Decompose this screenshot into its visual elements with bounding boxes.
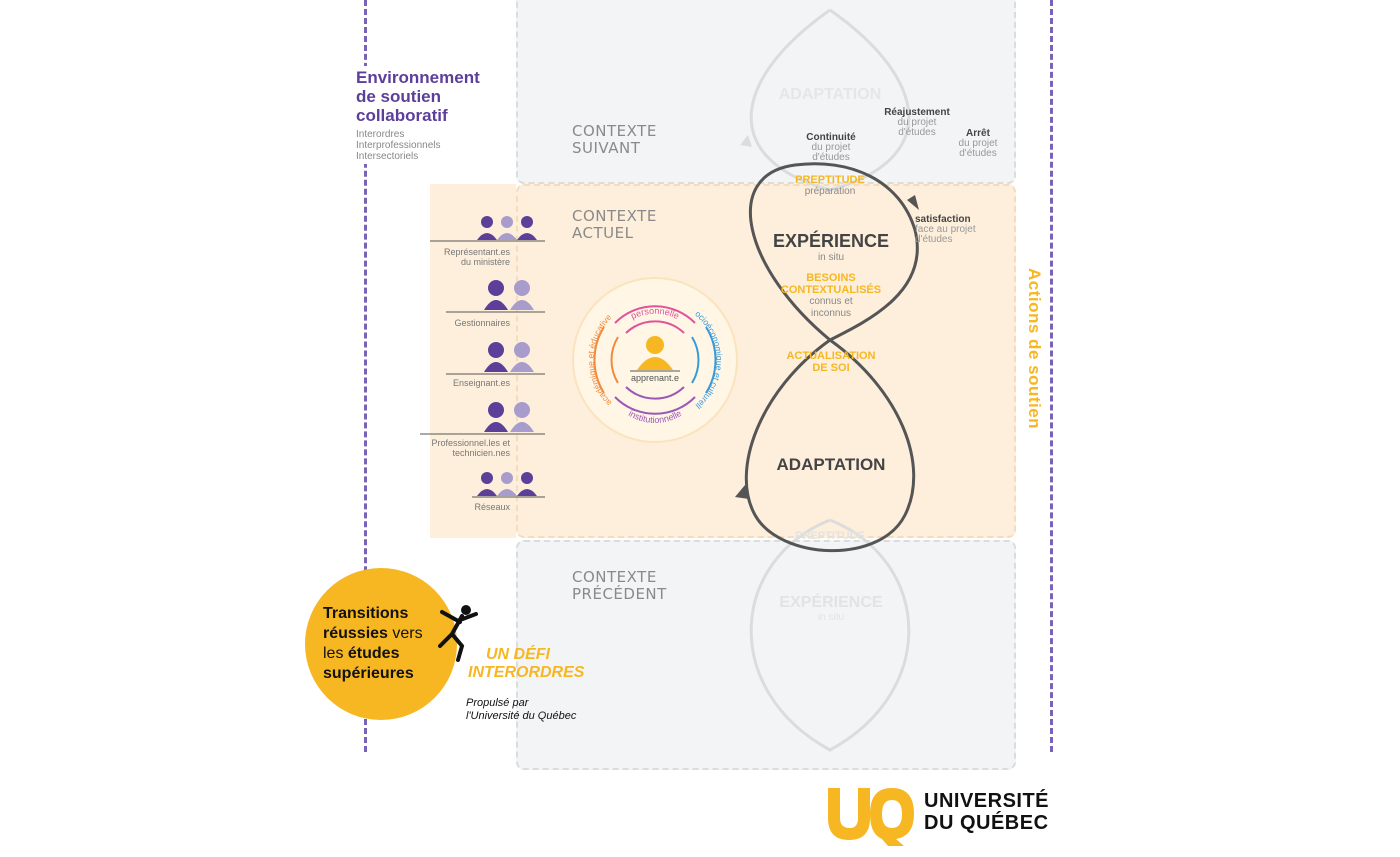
ghost-preptitude-bottom: PREPTITUDE [795,530,865,542]
defi-interordres: UN DÉFI INTERORDRES [468,646,585,681]
arrow-icon [907,195,919,210]
learner-diagram: apprenant.e personnelle socioéconomique … [570,275,738,443]
people-pair-icon [484,402,534,432]
people-pair-icon [484,342,534,372]
loop-upper [748,162,919,342]
arrow-icon [735,485,749,499]
right-dashed-border [1050,0,1053,752]
left-dashed-border [364,0,367,752]
learner-center-label: apprenant.e [631,373,679,383]
transitions-logo [305,568,457,720]
adaptation-label: ADAPTATION [776,455,886,474]
actor-label-networks: Réseaux [474,502,510,512]
environment-title: Environnement de soutien collaboratif [356,68,480,125]
ghost-experience-bottom: EXPÉRIENCE in situ [779,594,883,623]
transitions-logo-text: Transitions réussies vers les études sup… [323,605,423,682]
loop-lower [744,338,916,553]
environment-subtitle: Interordres Interprofessionnels Intersec… [356,129,441,162]
people-group-icon [477,216,537,240]
uq-logo-text: UNIVERSITÉ DU QUÉBEC [924,790,1050,834]
people-group-icon [477,472,537,496]
actions-label: Actions de soutien [1025,268,1044,430]
environment-block: Environnement de soutien collaboratif In… [356,66,480,164]
uq-logo-icon [828,788,914,846]
preptitude-label: PREPTITUDE préparation [795,174,865,197]
actualisation-label: ACTUALISATION DE SOI [786,350,876,374]
ghost-adaptation-top: ADAPTATION [778,86,882,103]
experience-label: EXPÉRIENCE in situ [772,231,890,263]
people-pair-icon [484,280,534,310]
arc-label-personal: personnelle [629,306,681,321]
actors-icons [420,216,545,498]
svg-text:personnelle: personnelle [629,306,681,321]
arrow-icon [740,135,752,147]
actor-label-managers: Gestionnaires [454,318,510,328]
context-previous-box [516,540,1016,770]
jumping-person-icon [438,605,478,662]
propulse-par: Propulsé par l'Université du Québec [466,697,577,722]
actor-label-teachers: Enseignant.es [452,378,510,388]
learner-person-icon [630,336,680,372]
besoins-label: BESOINS CONTEXTUALISÉS connus et inconnu… [780,272,882,319]
loop-diagram [735,8,919,752]
